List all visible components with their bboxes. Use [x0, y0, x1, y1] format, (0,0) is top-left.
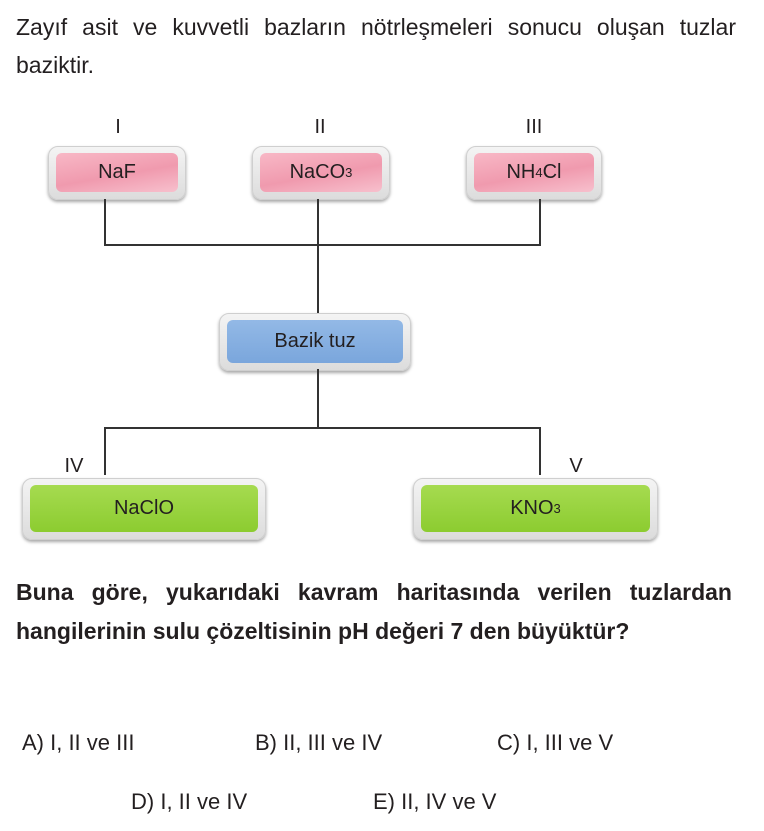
question-text: Buna göre, yukarıdaki kavram haritasında… [16, 579, 732, 644]
salt-formula: NaCO [289, 161, 346, 183]
label-iii: III [525, 116, 543, 138]
label-ii: II [314, 116, 326, 138]
label-iv: IV [64, 455, 84, 477]
subscript: 3 [553, 501, 561, 516]
subscript: 4 [535, 165, 543, 180]
connector [104, 199, 106, 245]
salt-box-naclo: NaClO [22, 478, 266, 540]
option-c[interactable]: C) I, III ve V [497, 730, 614, 755]
center-label: Bazik tuz [274, 330, 356, 352]
option-e[interactable]: E) II, IV ve V [373, 789, 497, 814]
salt-formula: NaClO [113, 497, 174, 519]
label-i: I [115, 116, 121, 138]
option-b[interactable]: B) II, III ve IV [255, 730, 383, 755]
salt-formula: NaF [98, 161, 136, 183]
option-d[interactable]: D) I, II ve IV [131, 789, 248, 814]
connector [317, 369, 319, 429]
connector [317, 199, 319, 314]
center-box-bazik-tuz: Bazik tuz [219, 313, 411, 371]
connector [104, 427, 541, 429]
salt-formula-rest: Cl [542, 161, 562, 183]
connector [539, 427, 541, 475]
label-v: V [569, 455, 583, 477]
salt-box-naf: NaF [48, 146, 186, 200]
subscript: 3 [345, 165, 353, 180]
connector [104, 244, 541, 246]
connector [539, 199, 541, 245]
salt-formula: NH [506, 161, 536, 183]
option-a[interactable]: A) I, II ve III [22, 730, 135, 755]
connector [104, 427, 106, 475]
intro-text: Zayıf asit ve kuvvetli bazların nötrleşm… [16, 14, 736, 78]
salt-formula: KNO [510, 497, 554, 519]
